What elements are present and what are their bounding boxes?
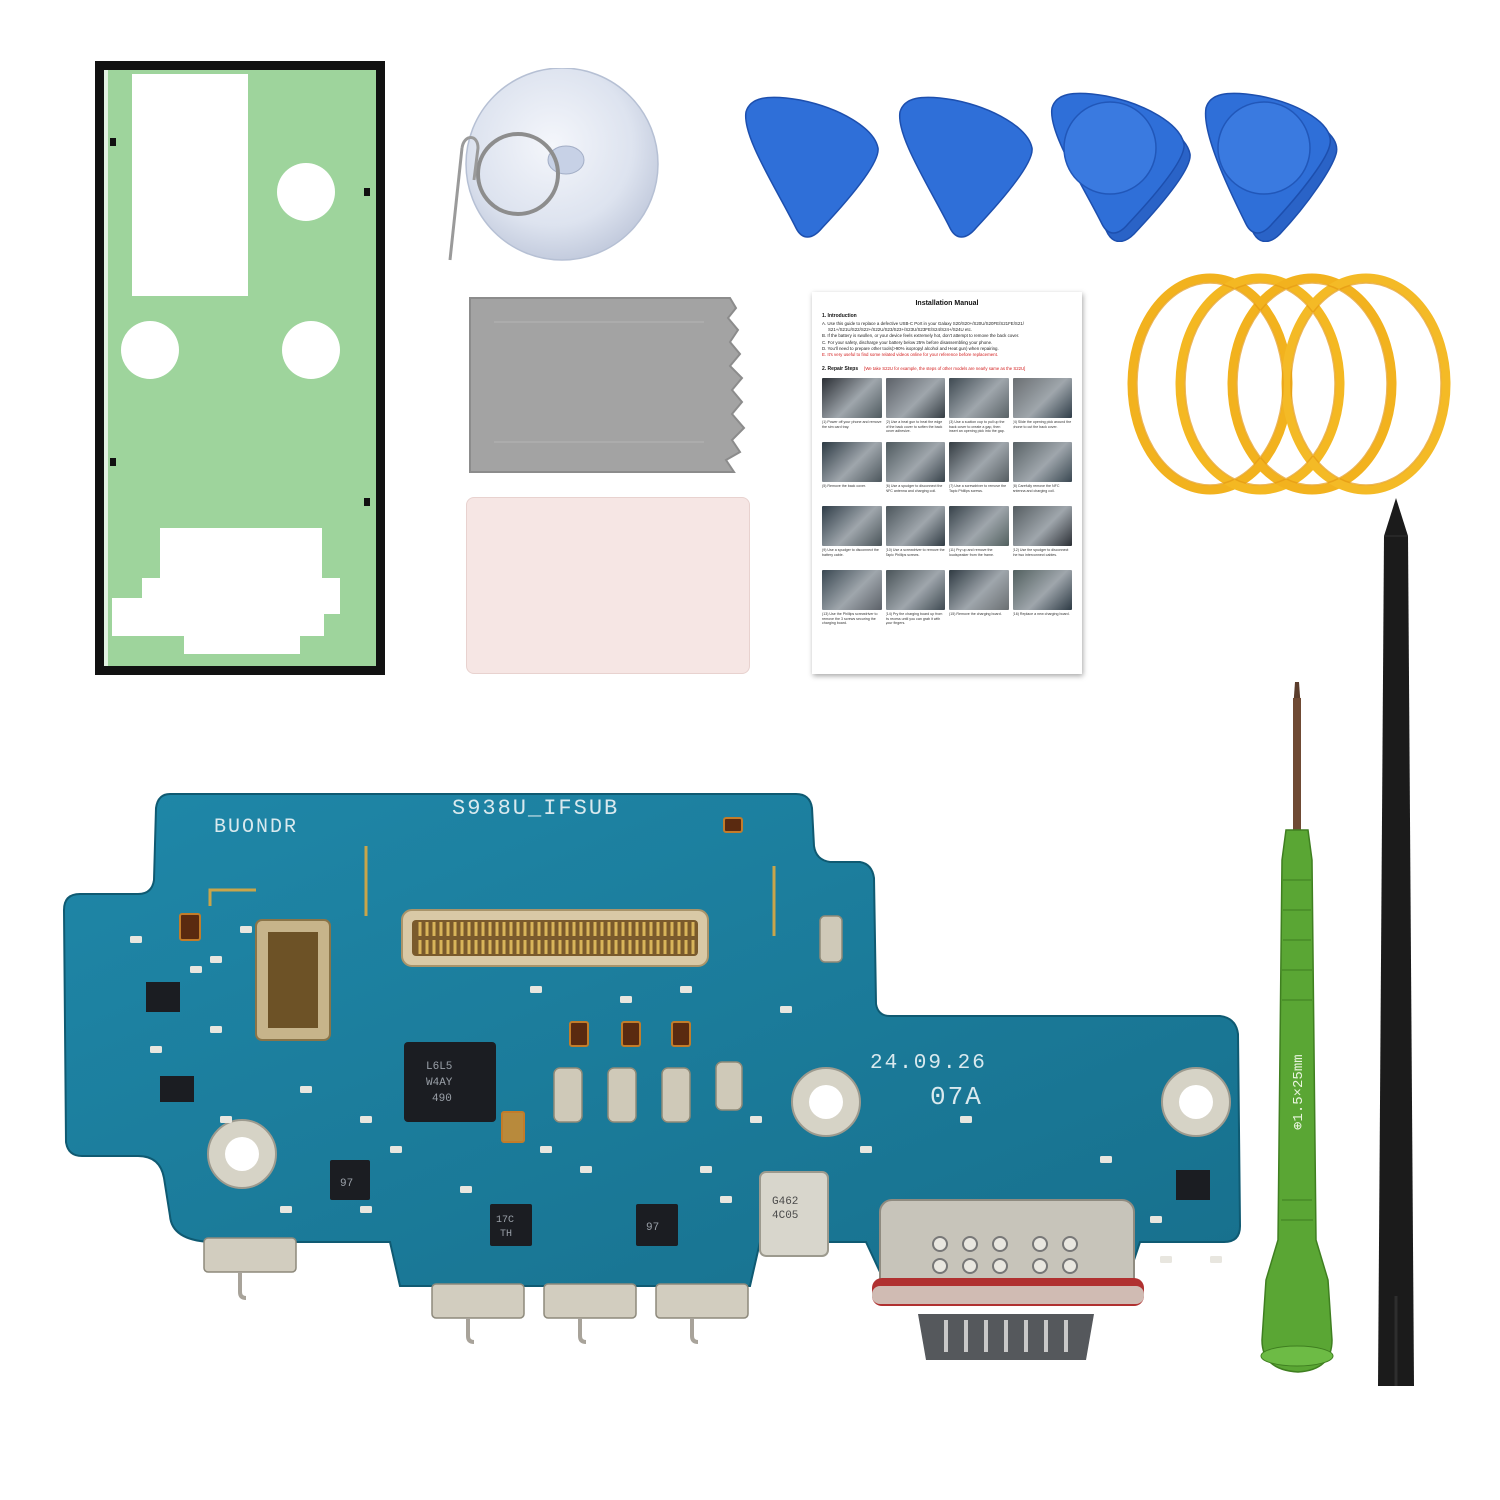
manual-step-caption: (2) Use a heat gun to heat the edge of t… [885,420,943,434]
screwdriver: ⊕1.5×25mm [1252,680,1342,1392]
manual-step: (13) Use the Phillips screwdriver to rem… [822,570,882,632]
manual-step: (4) Slide the opening pick around the ph… [1012,378,1072,440]
opening-pick-2 [899,96,1033,238]
mounting-hole [791,1067,861,1137]
manual-step-caption: (7) Use a screwdriver to remove the Tapi… [949,484,1007,493]
manual-step: (15) Remove the charging board. [949,570,1009,632]
manual-intro-line: D. You'll need to prepare other tools(>9… [822,345,999,351]
manual-step-photo [885,378,945,419]
suction-cup-and-sim-pin [438,67,660,264]
manual-intro-line: S21+/S21U/S22/S22+/S22U/S23/S23+/S23U/S2… [828,327,973,333]
manual-step-caption: (12) Use the spudger to disconnect the t… [1012,548,1069,557]
manual-step-caption: (5) Remove the back cover. [822,484,866,489]
installation-manual: Installation Manual 1. Introduction A. U… [812,292,1082,674]
manual-step: (3) Use a suction cup to pull up the bac… [949,378,1009,440]
svg-text:97: 97 [340,1178,353,1190]
manual-step-photo [1012,570,1072,611]
manual-step-caption: (11) Pry up and remove the loudspeaker f… [949,548,994,557]
manual-step-photo [822,378,882,419]
manual-intro-heading: 1. Introduction [822,313,857,319]
manual-step-caption: (15) Remove the charging board. [949,612,1002,617]
manual-step-caption: (14) Pry the charging board up from its … [885,612,943,626]
manual-step-photo [885,506,945,547]
manual-step: (7) Use a screwdriver to remove the Tapi… [949,442,1009,504]
svg-text:17C: 17C [496,1215,514,1226]
manual-step: (11) Pry up and remove the loudspeaker f… [949,506,1009,568]
screwdriver-size-label: ⊕1.5×25mm [1291,1054,1307,1130]
svg-text:L6L5: L6L5 [426,1061,452,1073]
board-top-label: S938U_IFSUB [452,796,619,821]
manual-step: (14) Pry the charging board up from its … [885,570,945,632]
manual-step-caption: (16) Replace a new charging board. [1012,612,1070,617]
manual-step: (5) Remove the back cover. [822,442,882,504]
manual-step: (16) Replace a new charging board. [1012,570,1072,632]
plastic-card [466,497,750,674]
manual-step-photo [1012,506,1072,547]
ic-chip-3: 17C TH [490,1204,532,1246]
manual-step-photo [822,570,882,611]
manual-step-photo [885,442,945,483]
svg-text:490: 490 [432,1093,452,1105]
manual-step-photo [949,442,1009,483]
svg-text:G462: G462 [772,1196,798,1208]
manual-intro-line: E. It's very useful to find some related… [822,352,999,358]
board-date-code: 24.09.26 [870,1052,987,1075]
ic-chip-2: 97 [330,1160,370,1200]
manual-step-photo [1012,378,1072,419]
opening-picks-set [740,92,1340,243]
manual-steps-grid: (1) Power off your phone and remove the … [822,378,1072,632]
manual-steps-heading: 2. Repair Steps [822,366,859,373]
manual-intro-line: C. For your safety, discharge your batte… [822,339,993,345]
manual-step-photo [885,570,945,611]
manual-step-caption: (10) Use a screwdriver to remove the Tap… [885,548,945,557]
svg-text:TH: TH [500,1229,512,1240]
manual-step-photo [822,442,882,483]
svg-text:4C05: 4C05 [772,1210,798,1222]
opening-pick-1 [745,96,879,238]
manual-step: (1) Power off your phone and remove the … [822,378,882,440]
manual-step-caption: (9) Use a spudger to disconnect the batt… [822,548,879,557]
board-rev-code: 07A [930,1082,983,1112]
manual-step: (12) Use the spudger to disconnect the t… [1012,506,1072,568]
svg-text:W4AY: W4AY [426,1077,453,1089]
mounting-hole [1161,1067,1231,1137]
manual-step-photo [949,506,1009,547]
manual-step-photo [949,378,1009,419]
manual-step-caption: (13) Use the Phillips screwdriver to rem… [822,612,878,626]
manual-step-photo [1012,442,1072,483]
ic-chip-4: 97 [636,1204,678,1246]
charging-port-board: S938U_IFSUB BUONDR 24.09.26 07A [60,786,1250,1366]
manual-intro-line: A. Use this guide to replace a defective… [822,321,1024,326]
manual-step: (6) Use a spudger to disconnect the NFC … [885,442,945,504]
manual-step-caption: (4) Slide the opening pick around the ph… [1012,420,1072,429]
manual-step: (2) Use a heat gun to heat the edge of t… [885,378,945,440]
manual-step: (9) Use a spudger to disconnect the batt… [822,506,882,568]
manual-step-caption: (1) Power off your phone and remove the … [822,420,882,429]
svg-text:97: 97 [646,1222,659,1234]
spring-contacts [203,1237,749,1319]
manual-steps-note: [We take S22U for example, the steps of … [864,366,1026,372]
manual-step: (10) Use a screwdriver to remove the Tap… [885,506,945,568]
manual-step-photo [822,506,882,547]
small-fpc-connector [255,919,331,1041]
cleaning-cloth [464,292,750,478]
back-cover-adhesive-sheet [92,58,388,678]
board-to-board-connector [401,909,709,967]
ic-chip-1: L6L5 W4AY 490 [404,1042,496,1122]
manual-step-caption: (3) Use a suction cup to pull up the bac… [949,420,1005,434]
manual-title: Installation Manual [915,300,979,307]
board-corner-label: BUONDR [214,816,298,839]
manual-step: (8) Carefully remove the NFC antenna and… [1012,442,1072,504]
manual-intro-line: B. If the battery is swollen, or your de… [822,333,1020,339]
manual-step-photo [949,570,1009,611]
mounting-hole [207,1119,277,1189]
manual-step-caption: (6) Use a spudger to disconnect the NFC … [885,484,943,493]
usb-c-port [872,1199,1144,1360]
microphone-shield: G462 4C05 [759,1171,829,1257]
manual-step-caption: (8) Carefully remove the NFC antenna and… [1012,484,1060,493]
black-spudger [1370,496,1422,1392]
adhesive-tape-rolls [1126,270,1452,500]
